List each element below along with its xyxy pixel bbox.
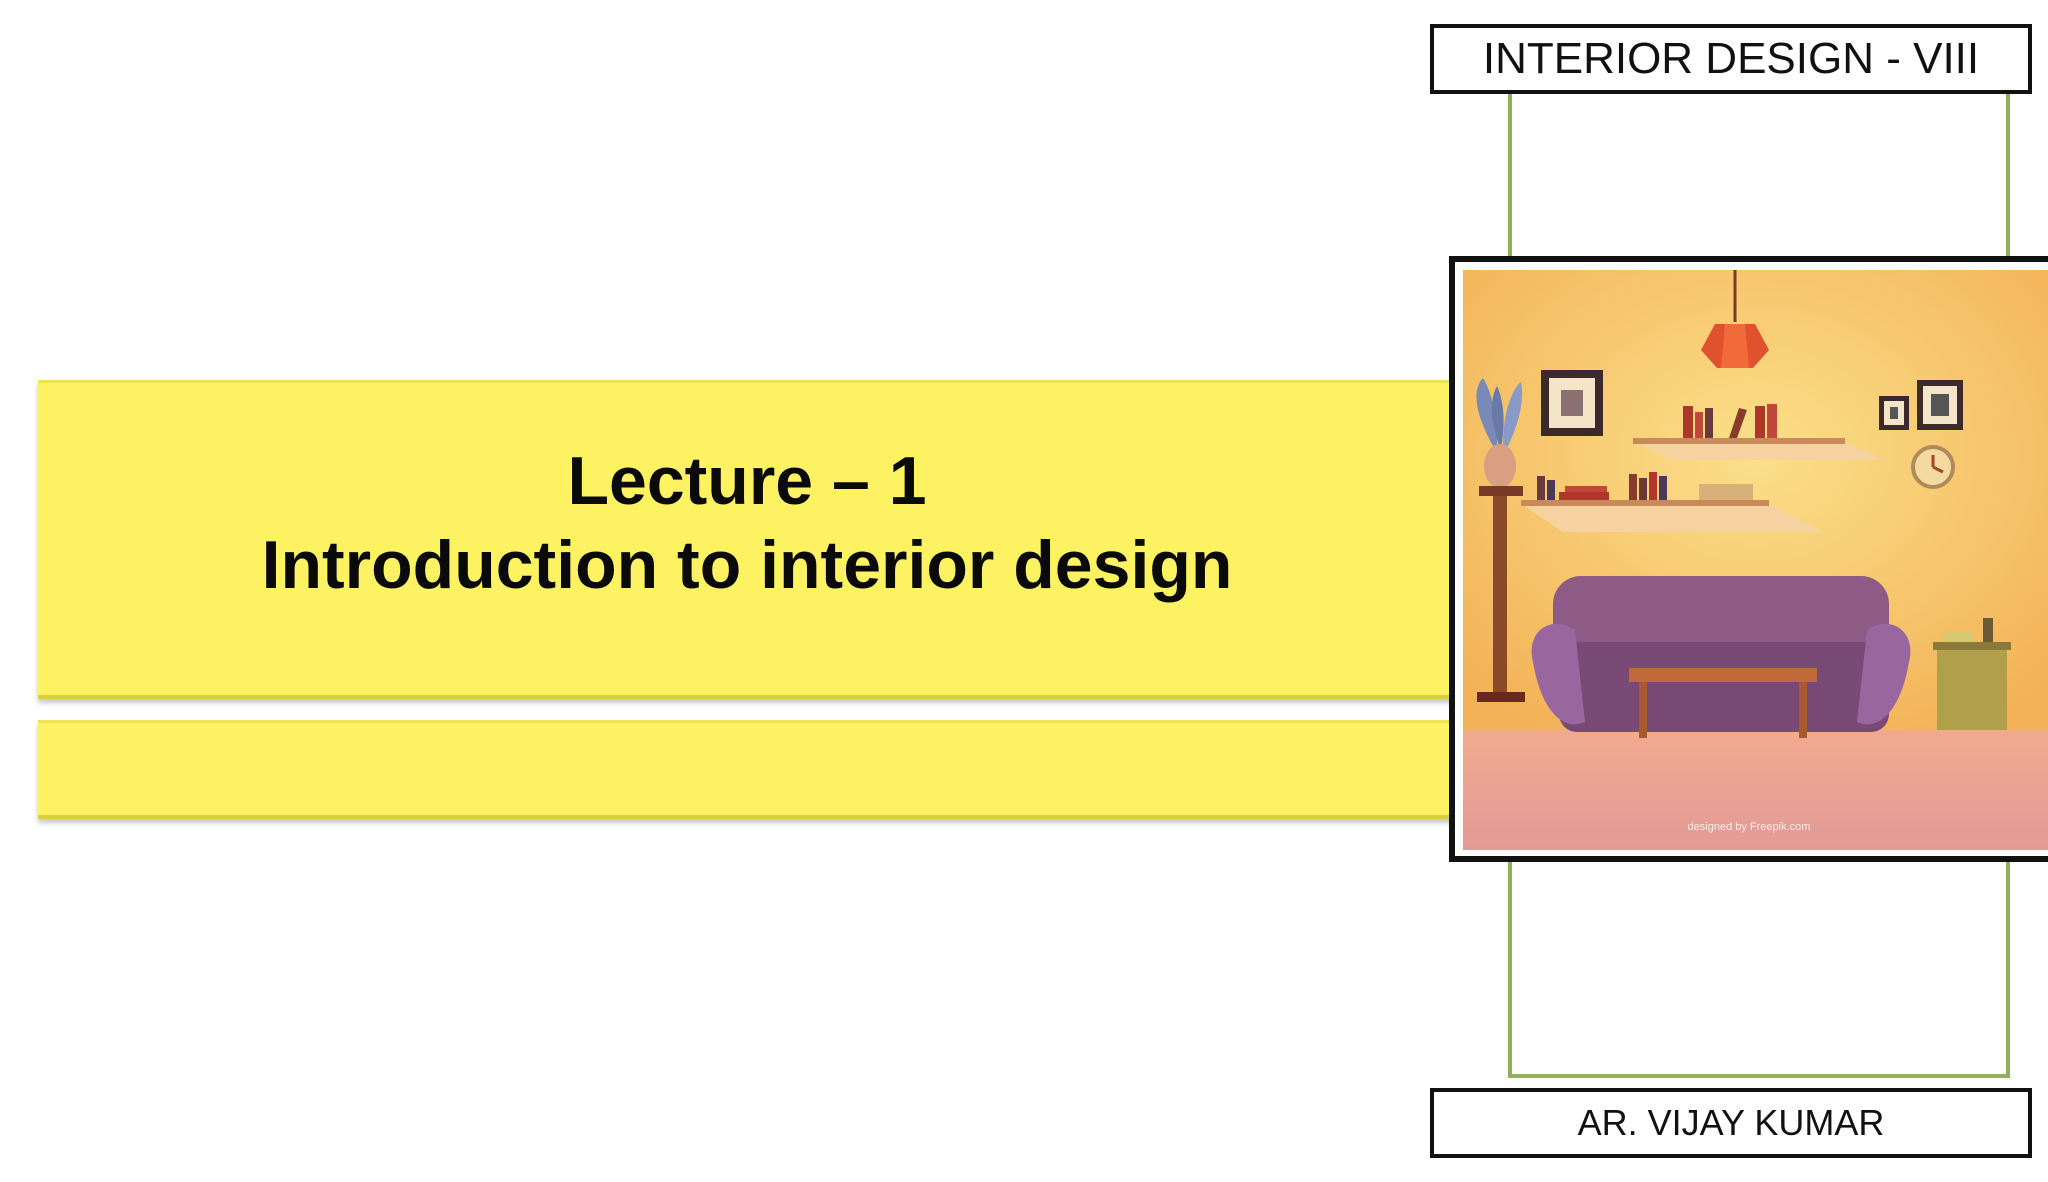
lamp-shade-highlight xyxy=(1721,324,1749,368)
subtitle-band xyxy=(38,720,1456,819)
plant-stand-top xyxy=(1479,486,1523,496)
cabinet-icon xyxy=(1937,648,2007,730)
vase-icon xyxy=(1484,444,1516,488)
book-icon xyxy=(1767,404,1777,438)
living-room-illustration: designed by Freepik.com xyxy=(1463,270,2048,850)
book-icon xyxy=(1755,406,1765,438)
small-frame-art xyxy=(1890,407,1898,419)
frame-line-right-top xyxy=(2006,94,2010,262)
plant-leaf-icon xyxy=(1491,386,1504,448)
floor xyxy=(1463,730,2048,850)
cabinet-top xyxy=(1933,642,2011,650)
lower-shelf-edge xyxy=(1521,500,1769,506)
book-icon xyxy=(1649,472,1657,500)
book-icon xyxy=(1565,486,1607,492)
upper-shelf xyxy=(1633,442,1883,460)
course-label: INTERIOR DESIGN - VIII xyxy=(1430,24,2032,94)
book-icon xyxy=(1639,478,1647,500)
book-icon xyxy=(1537,476,1545,500)
book-icon xyxy=(1695,412,1703,438)
book-icon xyxy=(1629,474,1637,500)
author-label: AR. VIJAY KUMAR xyxy=(1430,1088,2032,1158)
lecture-title: Introduction to interior design xyxy=(261,527,1233,603)
sofa-arm-left xyxy=(1531,623,1585,725)
frame-line-bottom xyxy=(1508,1074,2010,1078)
title-block: Lecture – 1 Introduction to interior des… xyxy=(38,383,1456,695)
coffee-table-leg xyxy=(1799,682,1807,738)
frame-line-left-bottom xyxy=(1508,858,1512,1078)
plant-leaf-icon xyxy=(1503,382,1523,448)
book-icon xyxy=(1559,492,1609,500)
plant-stand-base xyxy=(1477,692,1525,702)
book-icon xyxy=(1547,480,1555,500)
coffee-table-top xyxy=(1629,668,1817,682)
clock-hand-minute xyxy=(1932,465,1944,474)
frame-line-left-top xyxy=(1508,94,1512,262)
plant-stand-pole xyxy=(1493,496,1507,696)
square-frame-art xyxy=(1931,394,1949,416)
book-icon xyxy=(1659,476,1667,500)
box-icon xyxy=(1699,484,1753,500)
author-label-text: AR. VIJAY KUMAR xyxy=(1577,1102,1885,1143)
book-icon xyxy=(1705,408,1713,438)
cabinet-book xyxy=(1943,632,1973,642)
plant-leaf-icon xyxy=(1476,378,1497,446)
picture-frame-art xyxy=(1561,390,1583,416)
cabinet-book xyxy=(1983,618,1993,642)
sofa-arm-right xyxy=(1857,623,1911,725)
illustration-credit: designed by Freepik.com xyxy=(1688,821,1811,833)
book-icon xyxy=(1729,408,1747,438)
frame-line-right-bottom xyxy=(2006,858,2010,1078)
lecture-number: Lecture – 1 xyxy=(567,443,927,519)
sofa-seat xyxy=(1559,642,1889,732)
living-room-picture: designed by Freepik.com xyxy=(1449,256,2048,862)
lower-shelf xyxy=(1521,504,1823,532)
course-label-text: INTERIOR DESIGN - VIII xyxy=(1482,34,1980,83)
book-icon xyxy=(1683,406,1693,438)
coffee-table-leg xyxy=(1639,682,1647,738)
title-band: Lecture – 1 Introduction to interior des… xyxy=(38,380,1456,699)
upper-shelf-edge xyxy=(1633,438,1845,444)
